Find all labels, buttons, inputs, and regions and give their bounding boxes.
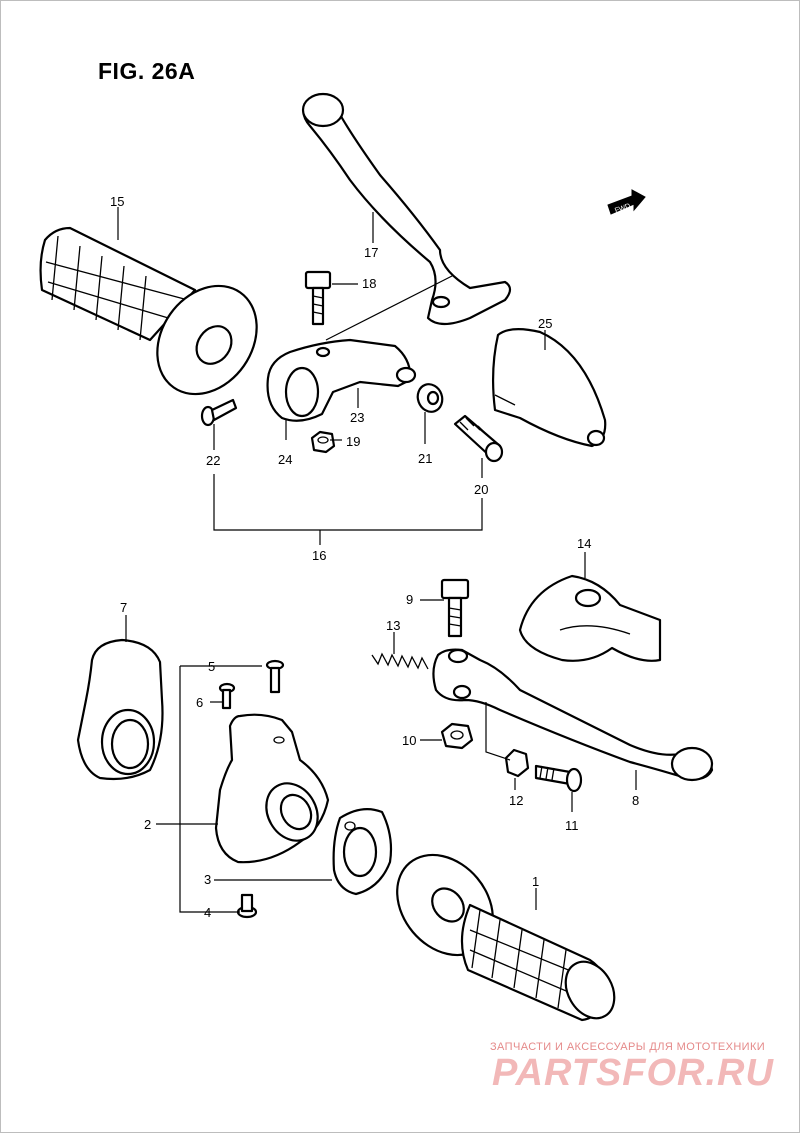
- callout-11: 11: [565, 818, 579, 833]
- part-13-spring: [371, 652, 429, 670]
- leader-lines: [117, 207, 637, 913]
- callout-7: 7: [120, 600, 127, 615]
- part-21-lock-nut: [416, 383, 444, 413]
- part-11-bolt: [534, 764, 583, 793]
- callout-25: 25: [538, 316, 552, 331]
- callout-23: 23: [350, 410, 364, 425]
- callout-18: 18: [362, 276, 376, 291]
- callout-12: 12: [509, 793, 523, 808]
- part-14-lever-cover: [518, 574, 662, 662]
- callout-20: 20: [474, 482, 488, 497]
- part-22-screw: [200, 398, 238, 427]
- watermark-caption: ЗАПЧАСТИ И АКСЕССУАРЫ ДЛЯ МОТОТЕХНИКИ: [490, 1041, 766, 1053]
- part-7-switch-cover: [76, 638, 164, 781]
- callout-22: 22: [206, 453, 220, 468]
- callout-21: 21: [418, 451, 432, 466]
- callout-14: 14: [577, 536, 591, 551]
- part-12-nut: [504, 748, 530, 778]
- callout-2: 2: [144, 817, 151, 832]
- part-3-plate: [332, 807, 393, 896]
- part-23-lever-holder: [266, 338, 417, 422]
- callout-8: 8: [632, 793, 639, 808]
- part-5-screw: [265, 659, 285, 694]
- part-1-grip-right: [396, 853, 616, 1022]
- callout-3: 3: [204, 872, 211, 887]
- callout-6: 6: [196, 695, 203, 710]
- part-8-brake-lever: [432, 648, 714, 782]
- part-4-screw: [236, 893, 258, 919]
- part-19-nut: [310, 430, 336, 454]
- part-17-clutch-lever: [301, 92, 512, 326]
- callout-24: 24: [278, 452, 292, 467]
- callout-1: 1: [532, 874, 539, 889]
- callout-10: 10: [402, 733, 416, 748]
- callout-17: 17: [364, 245, 378, 260]
- part-9-bolt: [440, 578, 470, 638]
- callout-13: 13: [386, 618, 400, 633]
- part-20-adjuster: [453, 414, 504, 463]
- callout-19: 19: [346, 434, 360, 449]
- callout-9: 9: [406, 592, 413, 607]
- callout-16: 16: [312, 548, 326, 563]
- fwd-arrow-icon: FWD: [607, 189, 646, 215]
- callout-4: 4: [204, 905, 211, 920]
- figure-title: FIG. 26A: [98, 58, 196, 84]
- part-10-nut: [440, 722, 474, 750]
- callout-15: 15: [110, 194, 124, 209]
- part-18-bolt: [304, 270, 332, 326]
- part-6-screw: [218, 682, 236, 710]
- part-25-lever-cover: [492, 328, 607, 448]
- watermark-logo: PARTSFOR.RU: [492, 1052, 774, 1094]
- part-15-grip-left: [39, 226, 258, 396]
- callout-5: 5: [208, 659, 215, 674]
- part-2-switch-housing: [214, 713, 330, 864]
